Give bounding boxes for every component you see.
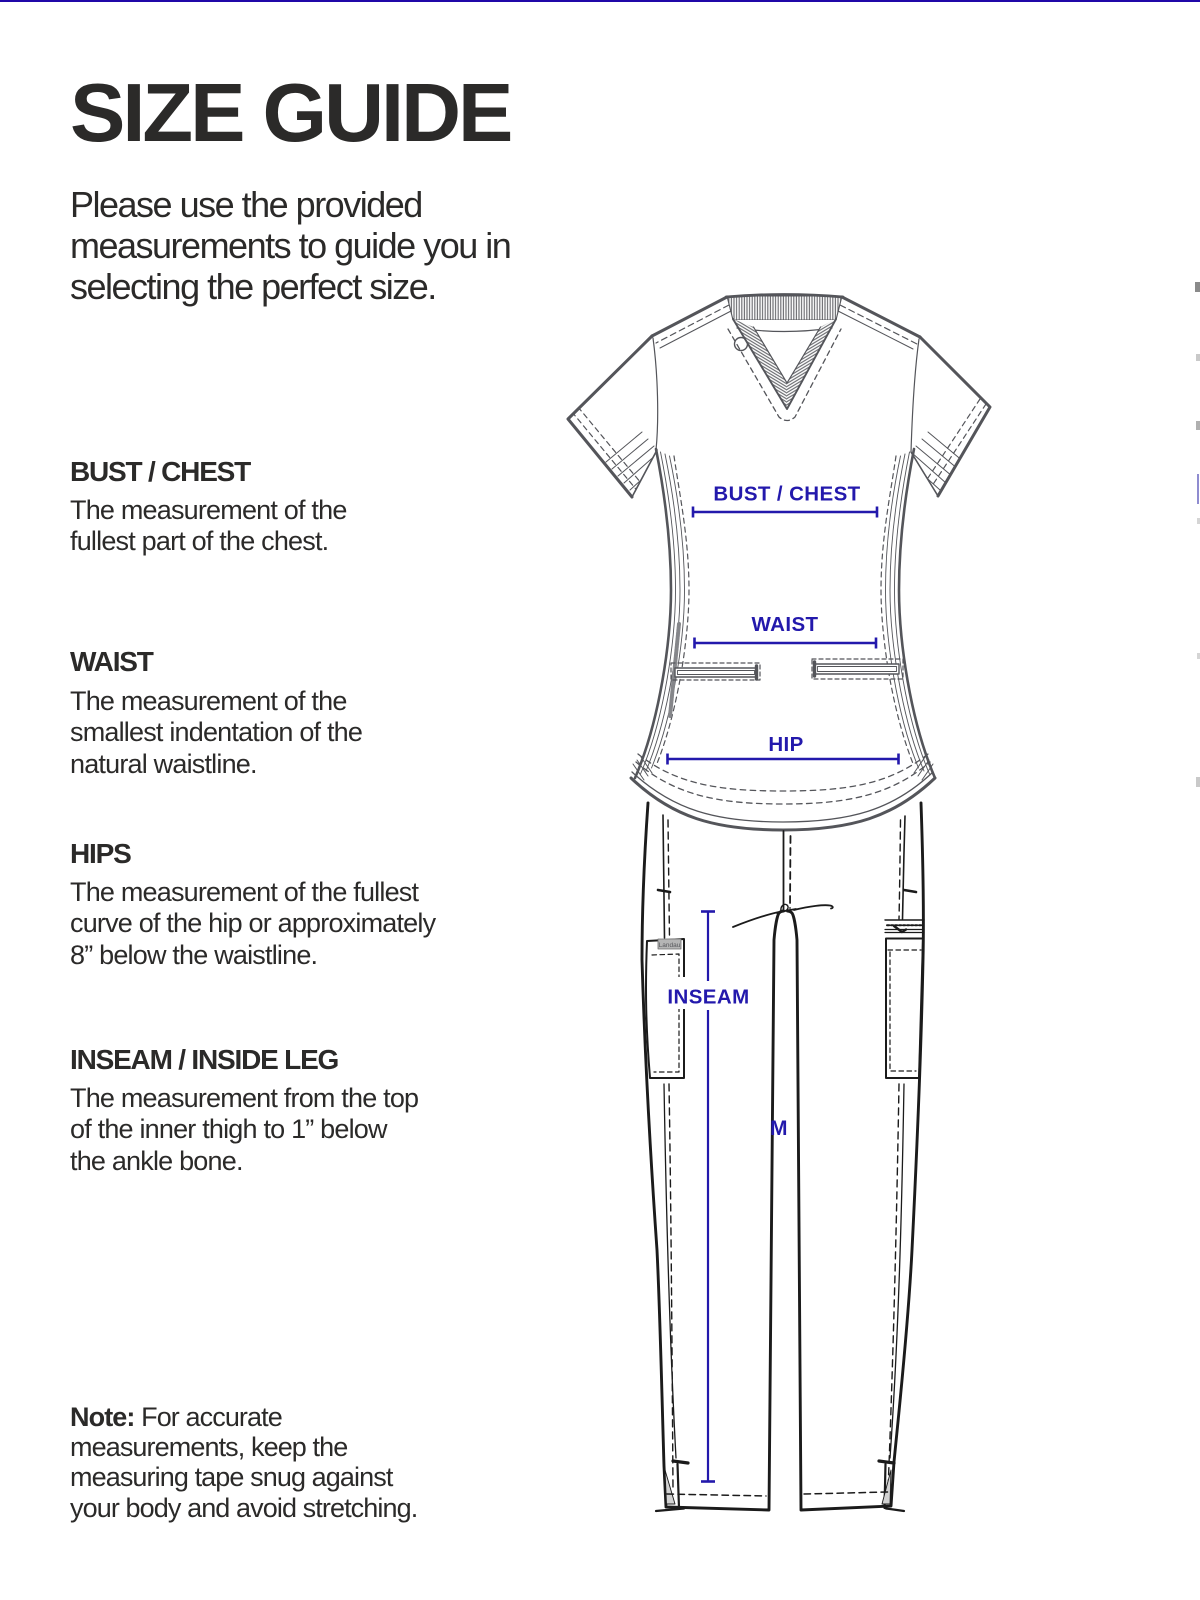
svg-text:WAIST: WAIST	[752, 613, 819, 636]
svg-text:Landau: Landau	[659, 942, 681, 949]
svg-text:M: M	[770, 1117, 788, 1140]
svg-text:HIP: HIP	[768, 733, 803, 756]
svg-text:INSEAM: INSEAM	[667, 986, 749, 1009]
svg-text:BUST / CHEST: BUST / CHEST	[713, 483, 860, 506]
